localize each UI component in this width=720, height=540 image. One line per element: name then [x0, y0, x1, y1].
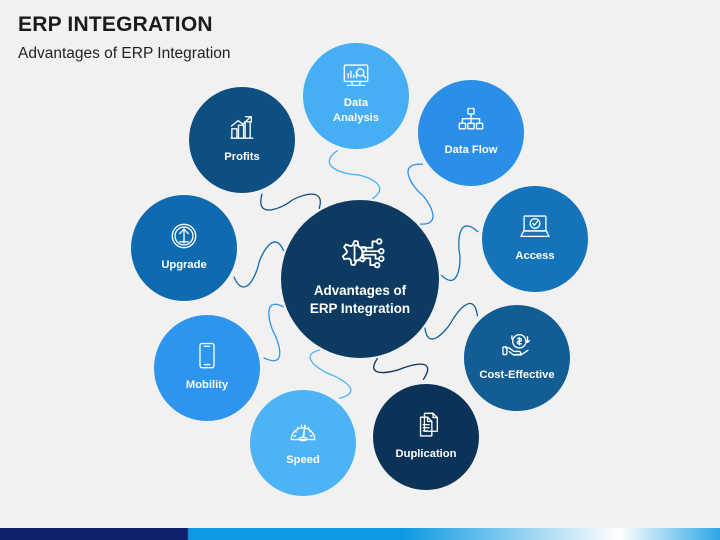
connector-access	[440, 225, 479, 282]
node-data-flow[interactable]: Data Flow	[418, 80, 524, 186]
hub-label-line1: Advantages of	[314, 283, 407, 298]
page-title: ERP INTEGRATION	[18, 13, 213, 36]
node-speed[interactable]: Speed	[250, 390, 356, 496]
connector-data-flow	[407, 163, 434, 225]
hierarchy-icon	[458, 107, 484, 130]
page-subtitle: Advantages of ERP Integration	[18, 45, 231, 62]
node-access[interactable]: Access	[482, 186, 588, 292]
gear-circuit-icon	[341, 238, 385, 269]
node-circle	[189, 87, 295, 193]
node-label: Cost-Effective	[479, 369, 554, 381]
node-duplication[interactable]: Duplication	[373, 384, 479, 490]
connector-data-analysis	[328, 149, 381, 200]
connector-profits	[260, 193, 321, 211]
connector-group	[233, 149, 479, 400]
node-cost-effective[interactable]: Cost-Effective	[464, 305, 570, 411]
growth-chart-arrow-icon	[230, 116, 254, 139]
footer-bar	[0, 528, 720, 540]
node-circle	[373, 384, 479, 490]
node-label: Data Flow	[445, 144, 498, 156]
node-label: Upgrade	[161, 259, 206, 271]
hub-node[interactable]: Advantages of ERP Integration	[281, 200, 439, 358]
connector-mobility	[263, 303, 284, 362]
node-label: Mobility	[186, 379, 229, 391]
node-circle	[464, 305, 570, 411]
node-circle	[418, 80, 524, 186]
connector-duplication	[373, 357, 429, 381]
copy-documents-icon	[419, 412, 438, 437]
connector-cost-effective	[424, 302, 479, 340]
node-label: Duplication	[396, 448, 457, 460]
node-label: Speed	[286, 454, 320, 466]
node-upgrade[interactable]: Upgrade	[131, 195, 237, 301]
node-circle	[250, 390, 356, 496]
node-label: Access	[515, 250, 554, 262]
upgrade-arrow-icon	[171, 223, 197, 249]
slide-header: ERP INTEGRATION Advantages of ERP Integr…	[18, 12, 658, 65]
node-circle	[303, 43, 409, 149]
monitor-chart-search-icon	[343, 64, 369, 87]
speedometer-icon	[290, 424, 316, 442]
node-mobility[interactable]: Mobility	[154, 315, 260, 421]
node-circle	[482, 186, 588, 292]
hub-label-line2: ERP Integration	[310, 301, 410, 316]
node-label: Data	[344, 97, 369, 109]
node-label: Profits	[224, 151, 259, 163]
laptop-check-icon	[520, 215, 550, 238]
footer-gradient	[0, 528, 720, 540]
smartphone-icon	[199, 342, 215, 369]
connector-upgrade	[233, 241, 285, 288]
node-profits[interactable]: Profits	[189, 87, 295, 193]
hub-circle	[281, 200, 439, 358]
hand-coin-icon	[502, 334, 531, 356]
connector-speed	[309, 349, 352, 400]
node-label-line2: Analysis	[333, 112, 379, 124]
